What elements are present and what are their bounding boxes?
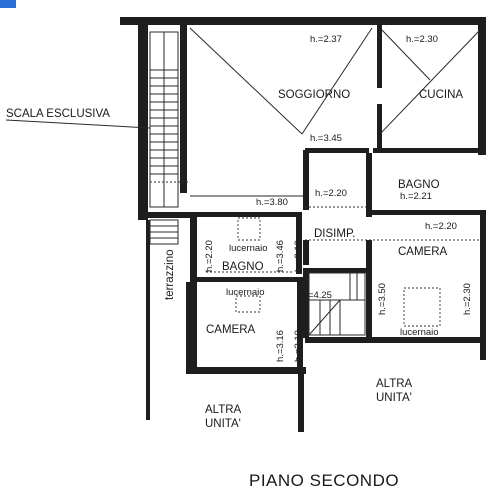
stair-leader-line [5, 119, 151, 129]
height-3-50: h.=3.50 [377, 283, 388, 315]
cucina-label: CUCINA [419, 89, 463, 101]
stair-label: SCALA ESCLUSIVA [6, 108, 110, 120]
height-2-20-mid: h.=2.20 [315, 188, 347, 199]
altra-unita-1-line1: ALTRA [205, 404, 242, 416]
room-labels: SOGGIORNO CUCINA BAGNO DISIMP. CAMERA BA… [6, 89, 463, 430]
height-2-10-bagno: h.=2.10 [293, 240, 304, 272]
lucernaio-camera-right-label: lucernaio [400, 327, 439, 338]
height-4-25: h.=4.25 [300, 290, 332, 301]
thin-lines [190, 195, 480, 273]
height-2-10-camera: h.=2.10 [293, 330, 304, 362]
stair-center [308, 272, 366, 336]
plan-title: PIANO SECONDO [249, 471, 399, 490]
soggiorno-label: SOGGIORNO [278, 89, 350, 101]
corner-icon [0, 0, 16, 8]
height-3-16: h.=3.16 [275, 330, 286, 362]
height-3-45: h.=3.45 [310, 133, 342, 144]
height-2-37: h.=2.37 [310, 34, 342, 45]
height-2-30-top: h.=2.30 [406, 34, 438, 45]
interior-walls [186, 25, 486, 432]
height-2-20-bagno: h.=2.20 [204, 240, 215, 272]
skylights [235, 217, 441, 327]
height-3-46: h.=3.46 [275, 240, 286, 272]
skylight-labels: lucernaio lucernaio lucernaio [226, 243, 439, 338]
stair-left [149, 31, 190, 245]
roof-lines [189, 27, 481, 135]
lucernaio-bagno-label: lucernaio [229, 243, 268, 254]
altra-unita-2-line2: UNITA' [376, 392, 412, 404]
camera-right-label: CAMERA [398, 246, 448, 258]
height-2-30-right: h.=2.30 [462, 283, 473, 315]
outer-walls [120, 17, 486, 420]
lucernaio-camera-left-label: lucernaio [226, 287, 265, 298]
altra-unita-2-line1: ALTRA [376, 378, 413, 390]
altra-unita-1-line2: UNITA' [205, 418, 241, 430]
height-2-20-camera: h.=2.20 [425, 221, 457, 232]
height-2-21: h.=2.21 [400, 191, 432, 202]
terrazzino-label: terrazzino [164, 250, 176, 301]
height-3-80: h.=3.80 [256, 197, 288, 208]
bagno-right-label: BAGNO [398, 179, 440, 191]
disimp-label: DISIMP. [314, 228, 355, 240]
bagno-left-label: BAGNO [222, 261, 264, 273]
height-labels: h.=2.37 h.=2.30 h.=3.45 h.=2.20 h.=3.80 … [204, 34, 473, 362]
camera-left-label: CAMERA [206, 324, 256, 336]
